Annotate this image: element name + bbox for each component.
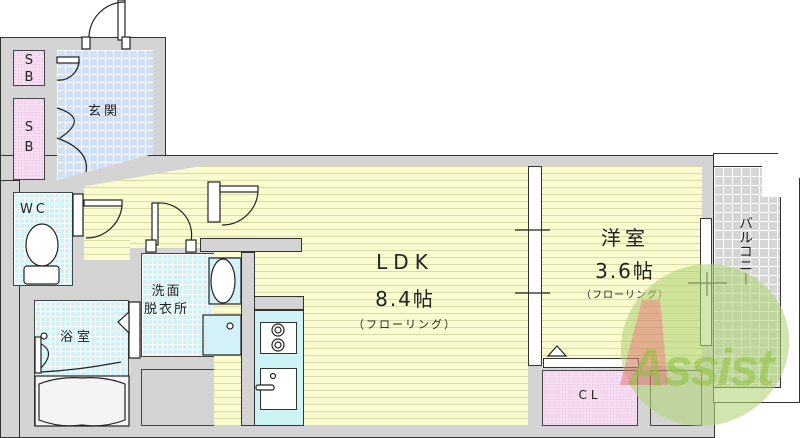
watermark-logo (620, 264, 790, 426)
bath-door-icon (117, 301, 141, 359)
hall-door-icon (207, 181, 259, 226)
watermark-text: Assist (626, 339, 777, 397)
room-closet (542, 370, 638, 426)
sb-bottom-line1: S (24, 120, 34, 135)
washroom-door-icon (145, 202, 197, 253)
ldk-name: LDK (376, 250, 434, 274)
faucet-icon (255, 372, 277, 391)
washroom-label: 洗面 脱衣所 (144, 283, 189, 319)
ldk-inner-wall (200, 238, 302, 252)
bathtub-icon (34, 375, 130, 427)
kitchen-counter-top (254, 296, 304, 310)
entry-door-icon (81, 0, 131, 50)
ldk-floor: （フローリング） (353, 318, 457, 331)
bath-label: 浴室 (60, 330, 95, 345)
sb-top-door-icon (56, 56, 80, 81)
shower-icon (34, 332, 122, 374)
storage-sb-bottom (13, 98, 45, 180)
washbasin-icon (208, 257, 242, 305)
sb-bottom-line2: B (24, 140, 34, 155)
toilet-icon (23, 223, 60, 285)
sb-top-line1: S (24, 53, 34, 68)
balcony-label: バルコニー (737, 216, 753, 286)
wc-door-icon (72, 193, 123, 239)
hallway-floor-2 (84, 240, 130, 260)
closet-label: CL (578, 388, 602, 402)
washroom-line2: 脱衣所 (144, 302, 190, 317)
closet-door-arrow-icon (546, 345, 568, 357)
ldk-size: 8.4帖 (375, 287, 435, 311)
storage-sb-top-label: S B (13, 52, 45, 86)
sb-bottom-door-icon (56, 107, 88, 173)
sliding-door-partition (528, 166, 542, 366)
wc-label: WC (20, 202, 48, 217)
washing-machine-icon (202, 314, 242, 356)
stove-burner-icon (271, 323, 285, 352)
western-name: 洋室 (601, 226, 649, 250)
western-size: 3.6帖 (595, 259, 655, 283)
sb-top-line2: B (24, 70, 34, 85)
hallway-floor (84, 166, 214, 248)
storage-sb-bottom-label: S B (13, 118, 45, 158)
entrance-label: 玄関 (88, 104, 121, 119)
western-floor: （フローリング） (581, 290, 669, 301)
room-entrance (57, 50, 153, 180)
storage-sb-top (13, 50, 45, 86)
washroom-line1: 洗面 (151, 284, 182, 299)
